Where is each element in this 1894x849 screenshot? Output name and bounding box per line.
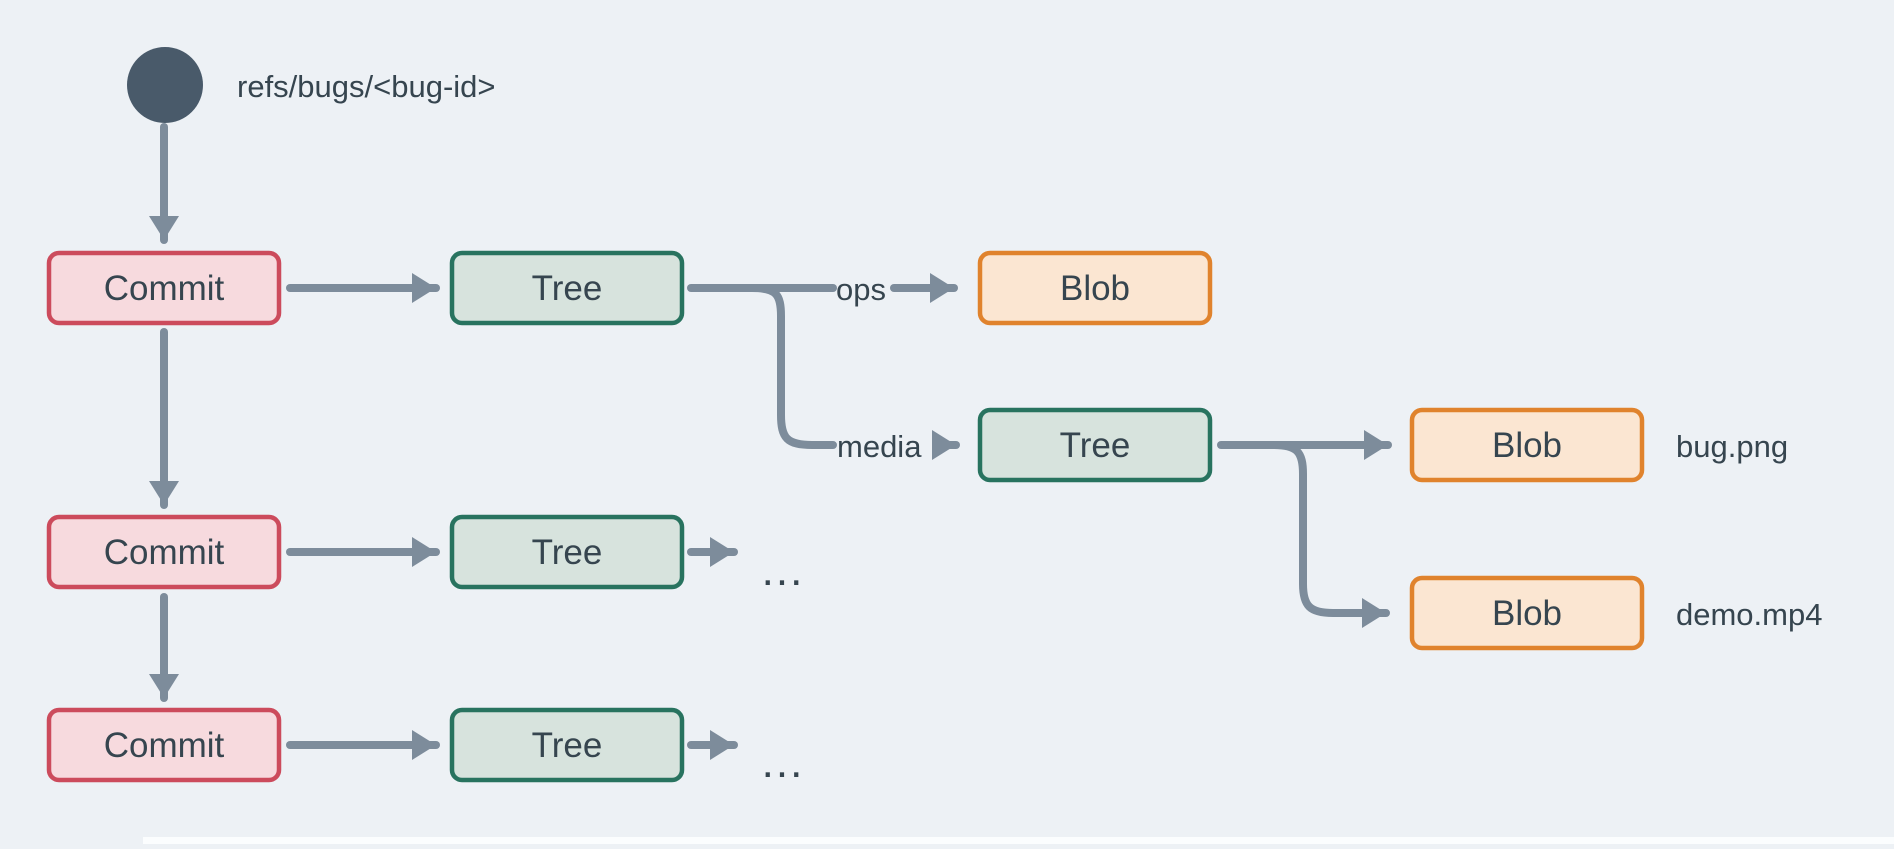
- ref-circle: [127, 47, 203, 123]
- edge-label-ops: ops: [836, 272, 886, 307]
- node-tree-3: Tree: [449, 707, 685, 783]
- tree-label: Tree: [532, 533, 603, 572]
- file-label-bug-png: bug.png: [1676, 429, 1788, 464]
- node-blob-bug: Blob: [1409, 407, 1645, 483]
- commit-label: Commit: [104, 726, 225, 765]
- file-label-demo-mp4: demo.mp4: [1676, 597, 1822, 632]
- node-tree-2: Tree: [449, 514, 685, 590]
- blob-box: [1409, 575, 1645, 651]
- edge-tree1-branch-to-media-label: [748, 284, 837, 449]
- blob-label: Blob: [1492, 594, 1562, 633]
- blob-box: [1409, 407, 1645, 483]
- tree-label: Tree: [532, 269, 603, 308]
- tree-box: [449, 514, 685, 590]
- blob-box: [977, 250, 1213, 326]
- node-tree-1: Tree: [449, 250, 685, 326]
- blob-label: Blob: [1060, 269, 1130, 308]
- bottom-edge-strip: [143, 837, 1894, 844]
- node-blob-ops: Blob: [977, 250, 1213, 326]
- node-commit-2: Commit: [46, 514, 282, 590]
- blob-label: Blob: [1492, 426, 1562, 465]
- tree-label: Tree: [532, 726, 603, 765]
- tree-box: [449, 250, 685, 326]
- node-commit-3: Commit: [46, 707, 282, 783]
- ellipsis-row3: ...: [762, 738, 805, 787]
- ellipsis-row2: ...: [762, 546, 805, 595]
- edge-treemedia-branch-to-blob-demo: [1270, 441, 1390, 628]
- edge-label-media: media: [837, 429, 922, 464]
- ref-label: refs/bugs/<bug-id>: [237, 69, 496, 104]
- commit-label: Commit: [104, 269, 225, 308]
- node-tree-media: Tree: [977, 407, 1213, 483]
- commit-box: [46, 707, 282, 783]
- commit-box: [46, 514, 282, 590]
- commit-box: [46, 250, 282, 326]
- tree-label: Tree: [1060, 426, 1131, 465]
- node-blob-demo: Blob: [1409, 575, 1645, 651]
- tree-box: [449, 707, 685, 783]
- commit-label: Commit: [104, 533, 225, 572]
- node-commit-1: Commit: [46, 250, 282, 326]
- tree-box: [977, 407, 1213, 483]
